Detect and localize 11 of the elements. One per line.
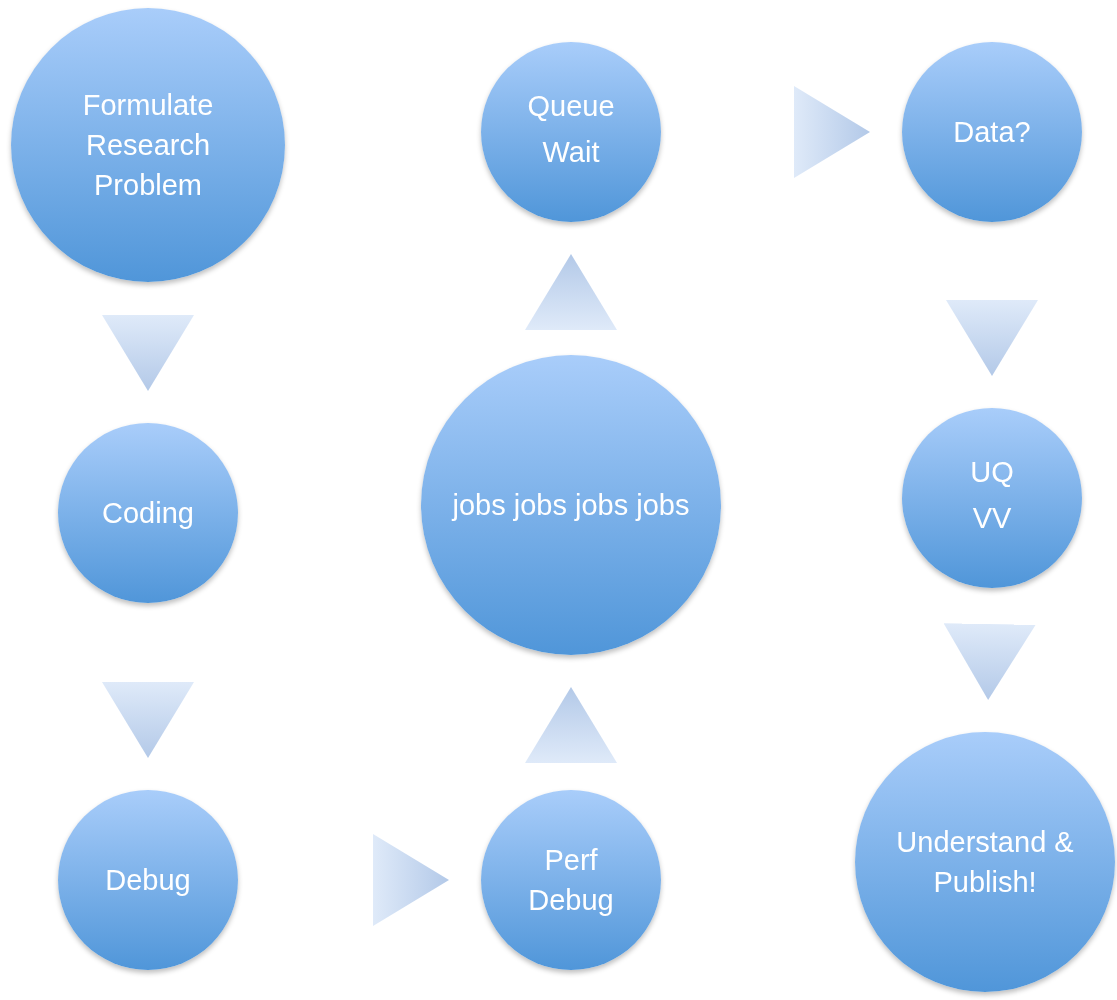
node-label: Formulate Research Problem [81, 87, 215, 203]
node-label: jobs jobs jobs jobs [452, 488, 690, 523]
node-label: Perf Debug [527, 843, 615, 918]
node-label: Coding [102, 496, 194, 531]
node-label: Data? [953, 115, 1031, 150]
node-label: VV [972, 501, 1012, 536]
node-label: Understand & Publish! [895, 825, 1075, 900]
node-label: UQ [970, 455, 1014, 490]
node-label: Debug [105, 863, 191, 898]
node-label: Queue [527, 89, 615, 124]
node-label: Wait [542, 135, 600, 170]
